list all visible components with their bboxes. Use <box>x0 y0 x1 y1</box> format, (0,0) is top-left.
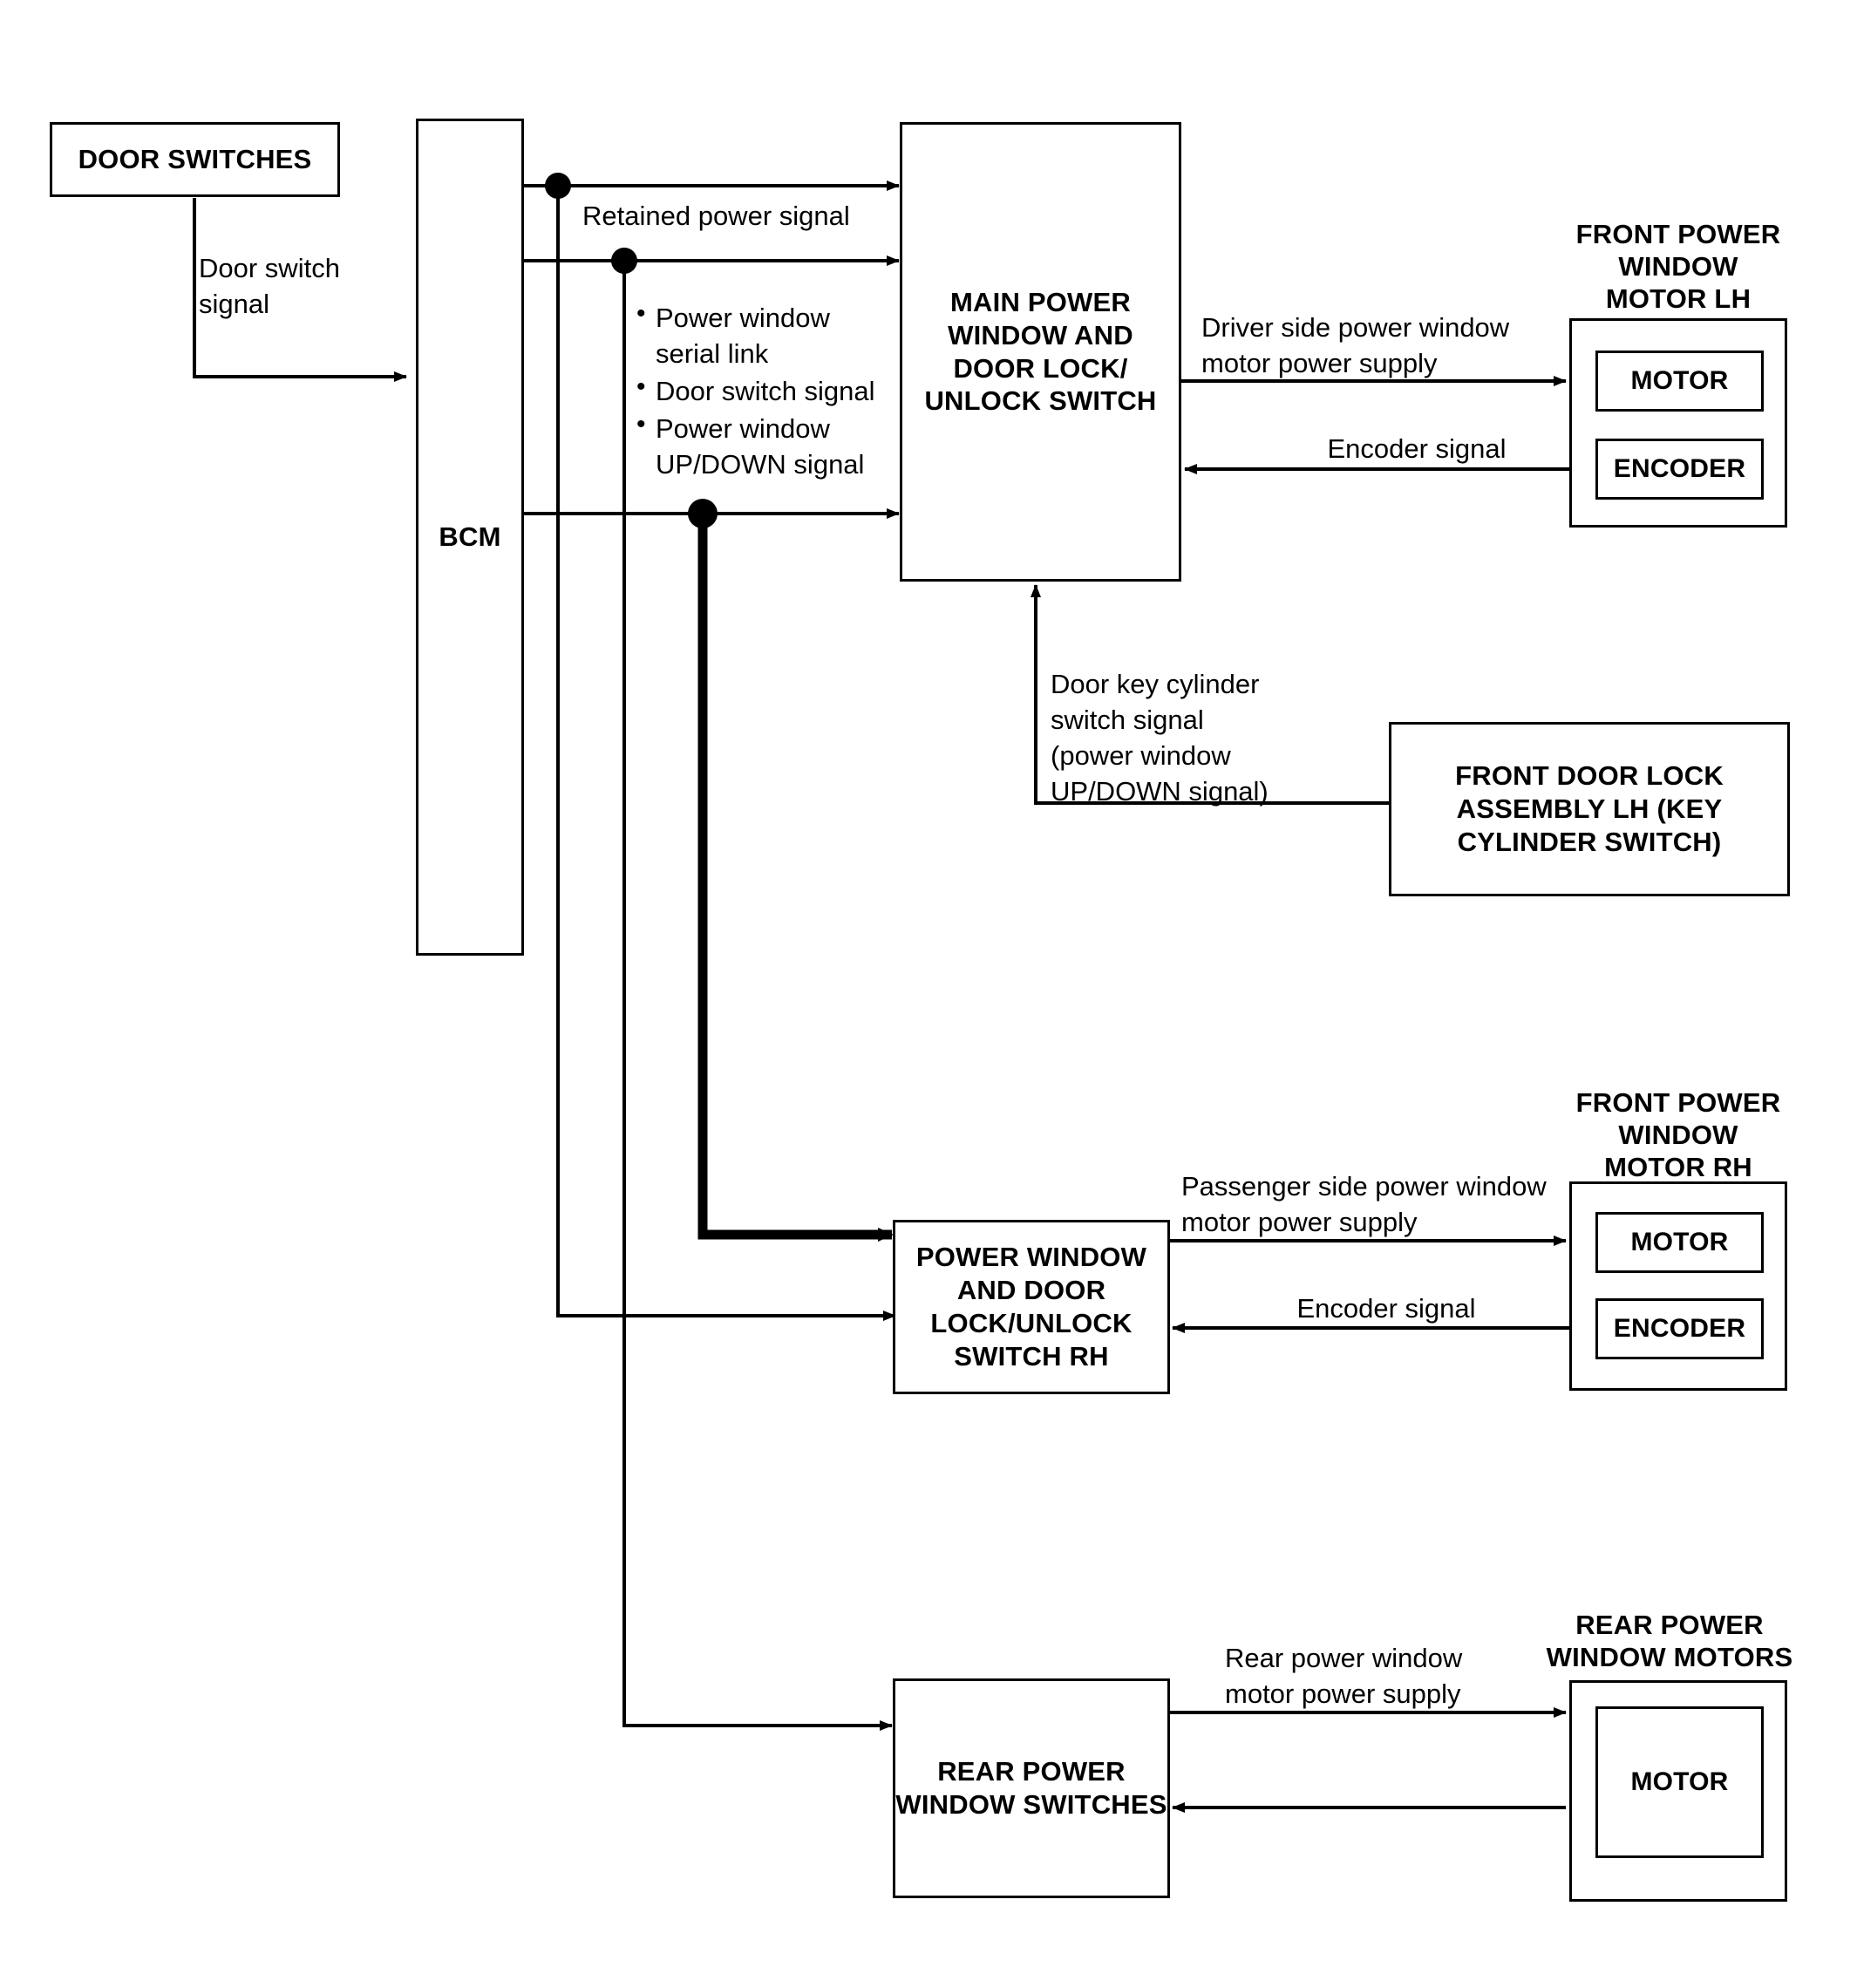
block-switch-rh-label: POWER WINDOW AND DOOR LOCK/UNLOCK SWITCH… <box>915 1242 1147 1372</box>
signal-label-retained-power: Retained power signal <box>582 201 850 231</box>
signal-label-driver-motor-supply: Driver side power window motor power sup… <box>1201 312 1510 378</box>
block-rear-motors-title: REAR POWER WINDOW MOTORS <box>1546 1610 1793 1673</box>
block-front-motor-lh-encoder-label: ENCODER <box>1613 453 1746 483</box>
block-switch-rh[interactable]: POWER WINDOW AND DOOR LOCK/UNLOCK SWITCH… <box>893 1220 1170 1394</box>
block-main-power-window-switch-label: MAIN POWER WINDOW AND DOOR LOCK/ UNLOCK … <box>924 286 1157 417</box>
block-front-motor-lh-motor-label: MOTOR <box>1630 365 1729 395</box>
signal-label-encoder-rh: Encoder signal <box>1296 1293 1476 1324</box>
block-door-switches-label: DOOR SWITCHES <box>78 144 312 175</box>
junction-dot-retained <box>545 173 571 199</box>
junction-dot-serial <box>611 248 637 274</box>
block-rear-switches[interactable]: REAR POWER WINDOW SWITCHES <box>893 1678 1170 1898</box>
block-bcm[interactable]: BCM <box>416 119 524 956</box>
block-front-motor-rh-encoder[interactable]: ENCODER <box>1595 1298 1764 1359</box>
wire-drop-retained <box>556 186 896 1321</box>
block-front-motor-lh-title: FRONT POWER WINDOW MOTOR LH <box>1575 219 1781 315</box>
signal-label-door-key-cylinder: Door key cylinder switch signal (power w… <box>1051 669 1269 807</box>
block-front-door-lock-lh-label: FRONT DOOR LOCK ASSEMBLY LH (KEY CYLINDE… <box>1455 760 1724 857</box>
signal-label-serial-bullets: Power window serial link Door switch sig… <box>633 300 894 485</box>
serial-bullet-item: Door switch signal <box>633 373 894 410</box>
serial-bullet-item: Power window UP/DOWN signal <box>633 411 894 483</box>
block-front-door-lock-lh[interactable]: FRONT DOOR LOCK ASSEMBLY LH (KEY CYLINDE… <box>1389 722 1790 896</box>
wire-bold-serial-branch <box>697 514 894 1242</box>
signal-label-rear-motor-supply: Rear power window motor power supply <box>1225 1643 1463 1709</box>
block-bcm-label: BCM <box>439 521 501 553</box>
wire-door-switch-signal <box>193 198 407 382</box>
junction-dot-bold <box>688 499 718 528</box>
block-front-motor-rh-title: FRONT POWER WINDOW MOTOR RH <box>1575 1087 1781 1183</box>
serial-bullet-item: Power window serial link <box>633 300 894 372</box>
signal-label-door-switch: Door switch signal <box>199 253 340 319</box>
signal-label-passenger-motor-supply: Passenger side power window motor power … <box>1181 1171 1547 1237</box>
block-door-switches[interactable]: DOOR SWITCHES <box>50 122 340 197</box>
signal-label-encoder-lh: Encoder signal <box>1327 433 1507 464</box>
block-front-motor-rh-motor-label: MOTOR <box>1630 1227 1729 1256</box>
block-rear-motors-motor[interactable]: MOTOR <box>1595 1706 1764 1858</box>
wire-door-key-cylinder <box>1031 584 1389 805</box>
junction-dots <box>545 173 718 528</box>
block-rear-motors-motor-label: MOTOR <box>1630 1767 1729 1796</box>
block-front-motor-lh-motor[interactable]: MOTOR <box>1595 351 1764 412</box>
block-front-motor-rh-encoder-label: ENCODER <box>1613 1313 1746 1343</box>
block-front-motor-lh-encoder[interactable]: ENCODER <box>1595 439 1764 500</box>
block-rear-switches-label: REAR POWER WINDOW SWITCHES <box>895 1756 1167 1820</box>
wire-drop-serial <box>622 261 893 1731</box>
block-front-motor-rh-motor[interactable]: MOTOR <box>1595 1212 1764 1273</box>
block-main-power-window-switch[interactable]: MAIN POWER WINDOW AND DOOR LOCK/ UNLOCK … <box>900 122 1181 582</box>
